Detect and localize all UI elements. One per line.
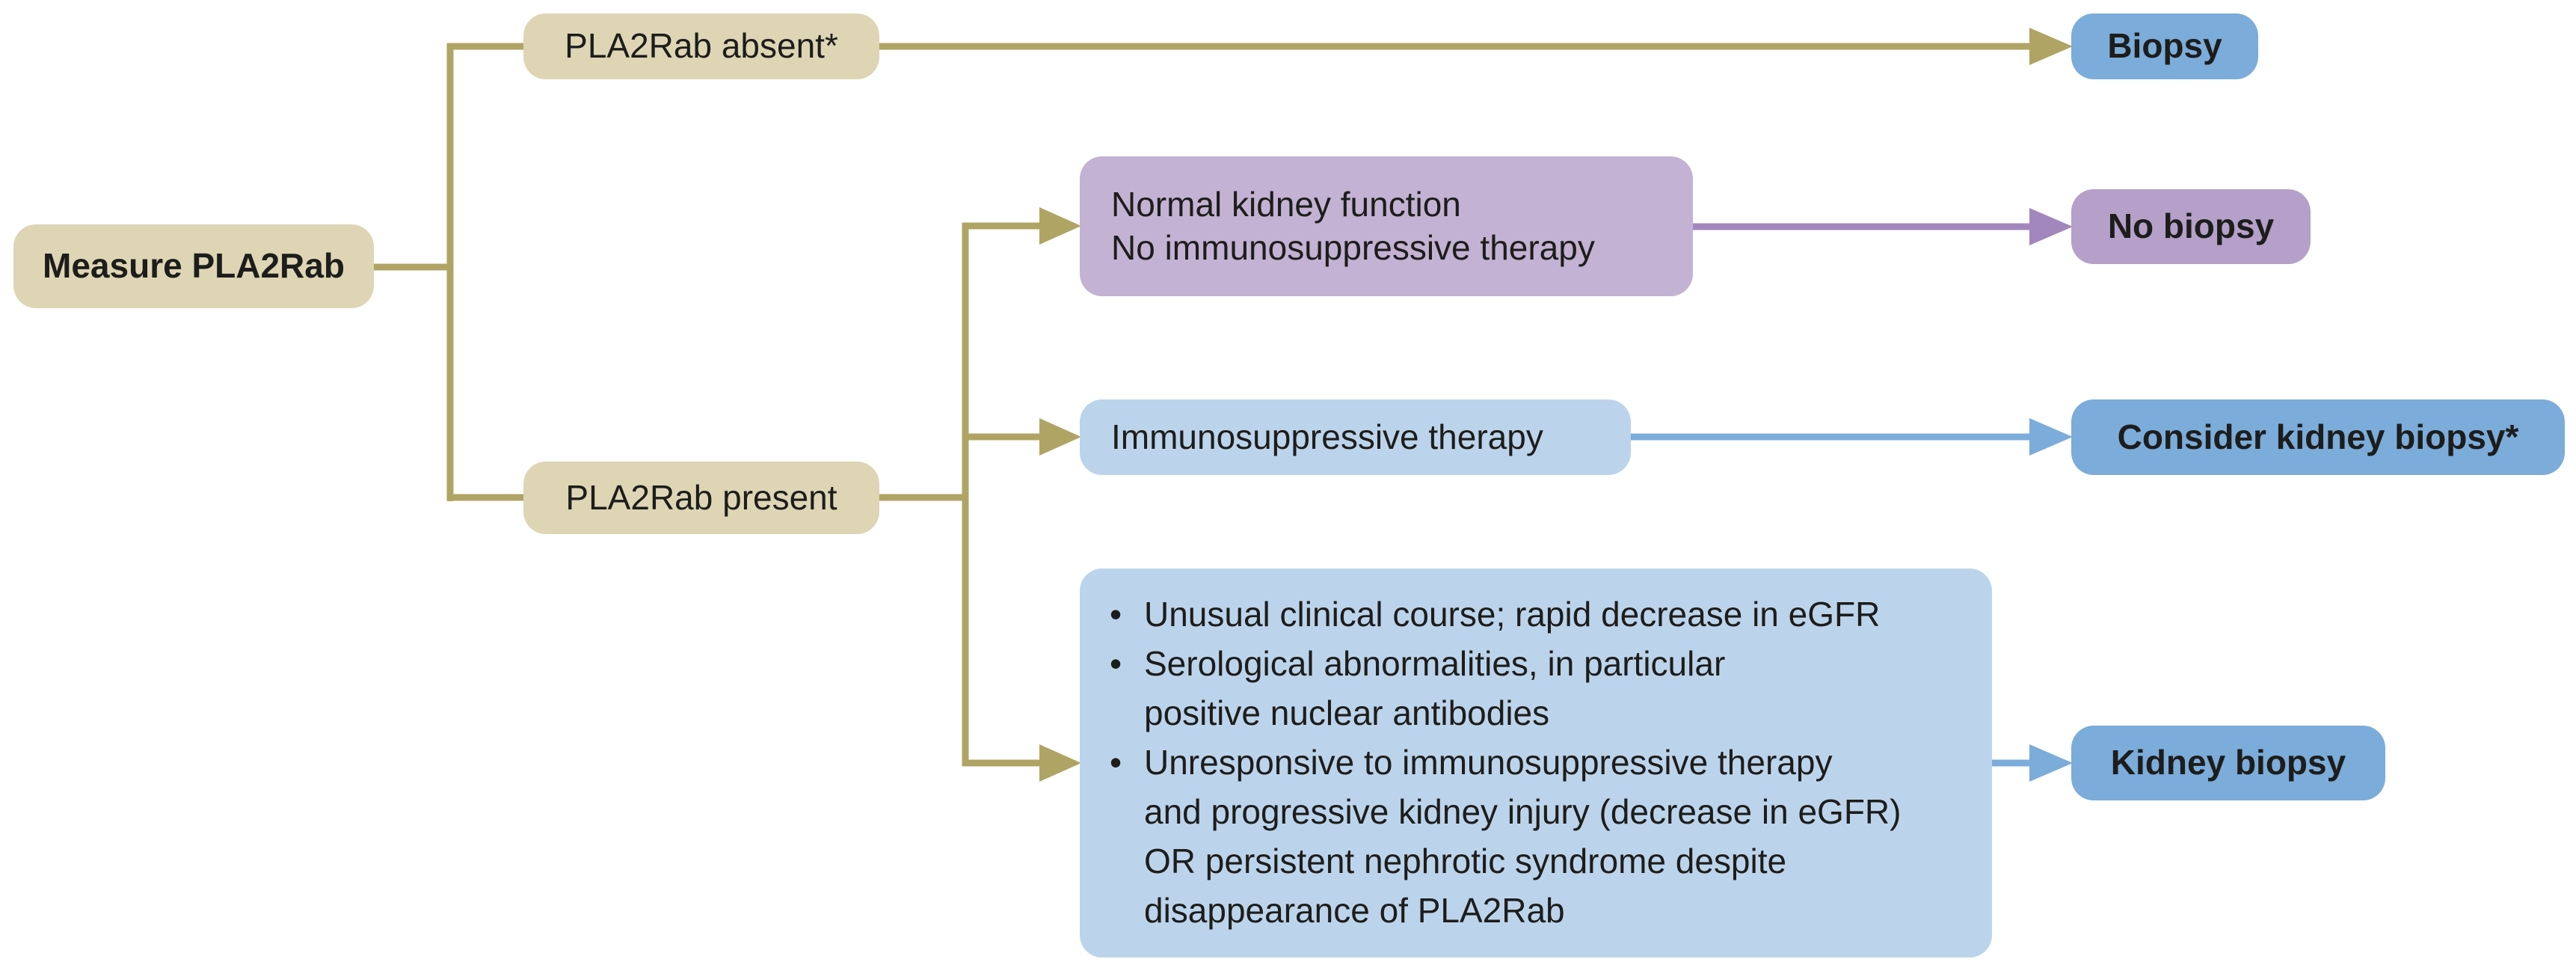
node-normal-kidney-function: Normal kidney function No immunosuppress… (1080, 156, 1693, 296)
node-immunosuppressive-therapy: Immunosuppressive therapy (1080, 399, 1631, 475)
biopsy-criteria-text: positive nuclear antibodies (1144, 693, 1550, 732)
biopsy-criteria-text: Serological abnormalities, in particular (1144, 644, 1726, 683)
node-normal-kidney-function-label: Normal kidney function No immunosuppress… (1111, 183, 1595, 269)
arrowhead-kidney (2029, 744, 2073, 782)
biopsy-criteria-text: Unusual clinical course; rapid decrease … (1144, 595, 1881, 634)
node-biopsy-criteria: • Unusual clinical course; rapid decrease… (1080, 569, 1992, 958)
biopsy-criteria-line-5: and progressive kidney injury (decrease … (1110, 787, 1962, 836)
node-no-biopsy: No biopsy (2071, 189, 2311, 264)
arrowhead-nobiopsy (2029, 208, 2073, 245)
node-immunosuppressive-therapy-label: Immunosuppressive therapy (1111, 417, 1543, 456)
node-pla2rab-present-label: PLA2Rab present (565, 477, 837, 517)
biopsy-criteria-line-4: • Unresponsive to immunosuppressive thera… (1110, 738, 1962, 787)
node-kidney-biopsy-label: Kidney biopsy (2110, 743, 2346, 782)
bullet-marker-blank (1110, 787, 1144, 836)
biopsy-criteria-line-1: • Unusual clinical course; rapid decrease… (1110, 589, 1962, 639)
node-measure-pla2rab: Measure PLA2Rab (13, 224, 374, 308)
normal-kidney-line-2: No immunosuppressive therapy (1111, 227, 1595, 267)
biopsy-criteria-line-3: positive nuclear antibodies (1110, 688, 1962, 738)
biopsy-criteria-list: • Unusual clinical course; rapid decrease… (1110, 589, 1962, 935)
arrowhead-criteria (1039, 744, 1081, 782)
node-pla2rab-absent-label: PLA2Rab absent* (565, 26, 838, 66)
normal-kidney-line-1: Normal kidney function (1111, 185, 1461, 224)
biopsy-criteria-line-2: • Serological abnormalities, in particula… (1110, 639, 1962, 688)
node-no-biopsy-label: No biopsy (2107, 206, 2275, 246)
node-consider-kidney-biopsy-label: Consider kidney biopsy* (2117, 417, 2519, 456)
bullet-marker-blank (1110, 688, 1144, 738)
bullet-marker-blank (1110, 836, 1144, 886)
arrowhead-immuno (1039, 418, 1081, 456)
node-biopsy-label: Biopsy (2107, 26, 2222, 66)
biopsy-criteria-text: OR persistent nephrotic syndrome despite (1144, 842, 1787, 880)
arrowhead-consider (2029, 418, 2073, 456)
arrowhead-biopsy (2029, 28, 2073, 65)
node-kidney-biopsy: Kidney biopsy (2071, 726, 2385, 800)
bullet-marker: • (1110, 644, 1122, 683)
arrowhead-normal (1039, 207, 1081, 245)
node-consider-kidney-biopsy: Consider kidney biopsy* (2071, 399, 2565, 475)
biopsy-criteria-line-7: disappearance of PLA2Rab (1110, 886, 1962, 935)
node-pla2rab-present: PLA2Rab present (523, 462, 879, 534)
bullet-marker: • (1110, 595, 1122, 634)
bullet-marker: • (1110, 743, 1122, 782)
node-pla2rab-absent: PLA2Rab absent* (523, 13, 879, 79)
bullet-marker-blank (1110, 886, 1144, 935)
biopsy-criteria-text: and progressive kidney injury (decrease … (1144, 792, 1902, 831)
node-measure-pla2rab-label: Measure PLA2Rab (43, 246, 345, 286)
biopsy-criteria-text: disappearance of PLA2Rab (1144, 891, 1565, 930)
biopsy-criteria-line-6: OR persistent nephrotic syndrome despite (1110, 836, 1962, 886)
node-biopsy: Biopsy (2071, 13, 2258, 79)
biopsy-criteria-text: Unresponsive to immunosuppressive therap… (1144, 743, 1833, 782)
